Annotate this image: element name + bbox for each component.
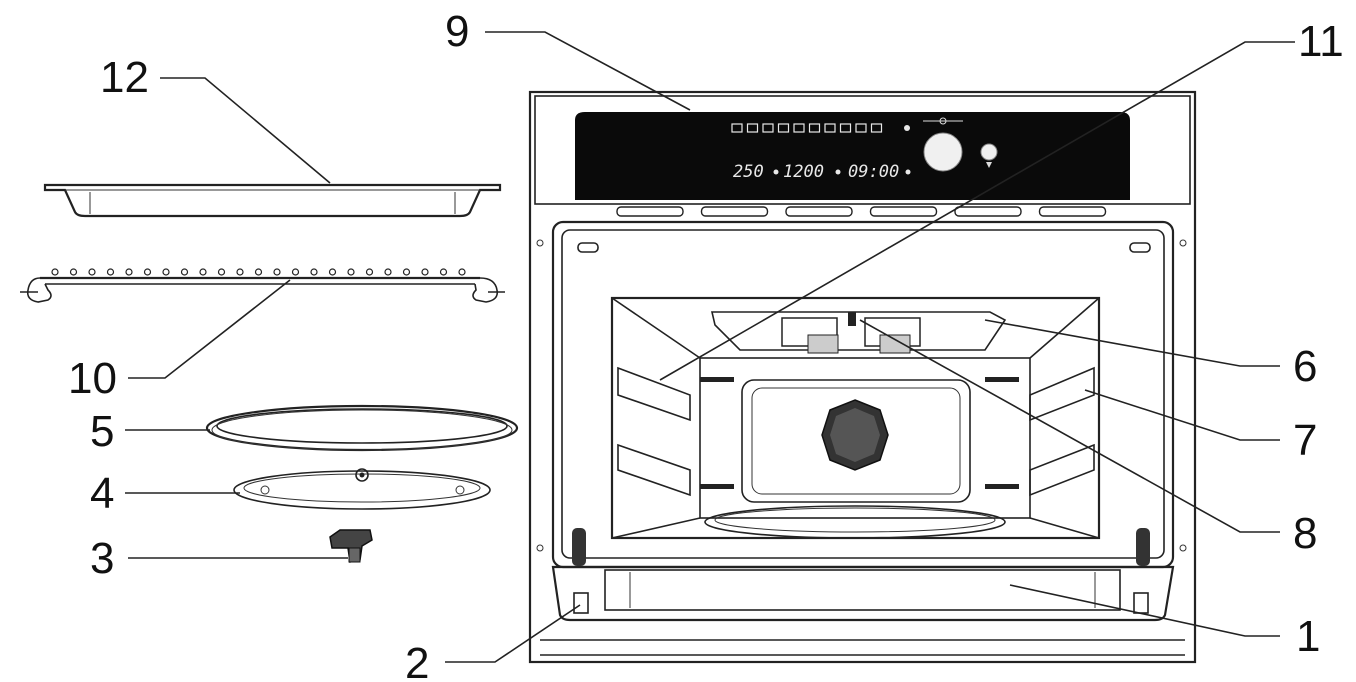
callout-8: 8 <box>1293 509 1317 558</box>
panel-function-button <box>855 123 867 133</box>
callout-3: 3 <box>90 534 114 583</box>
panel-function-button <box>870 123 883 133</box>
rack-rod-end <box>402 268 411 276</box>
stop-button <box>980 143 998 161</box>
oven-body: 250 1200 09:00 <box>528 90 1197 664</box>
panel-function-button <box>808 123 821 133</box>
vent-slot <box>1038 206 1107 217</box>
rack-rod-end <box>291 268 300 276</box>
callout-5: 5 <box>90 407 114 456</box>
vent-slot <box>869 206 938 217</box>
rack-rod-end <box>439 268 448 276</box>
control-panel <box>575 112 1130 200</box>
control-knob <box>923 132 963 172</box>
rack-rod-end <box>199 268 207 276</box>
rack-rod-end <box>384 268 392 276</box>
glass-turntable <box>205 404 519 452</box>
display-temperature: 250 <box>733 162 764 182</box>
rack-rod-end <box>458 268 466 276</box>
rack-rod-end <box>106 268 115 276</box>
rack-rod-end <box>180 268 189 276</box>
rack-rod-end <box>69 268 78 276</box>
display-time: 09:00 <box>848 162 899 182</box>
panel-function-button <box>839 123 852 133</box>
callout-10: 10 <box>68 354 117 403</box>
turntable-coupler <box>329 529 373 563</box>
panel-function-button <box>793 123 805 133</box>
callout-6: 6 <box>1293 342 1317 391</box>
rack-rod-end <box>421 268 429 276</box>
callout-4: 4 <box>90 469 114 518</box>
panel-function-button <box>731 123 743 133</box>
vent-slot <box>700 206 769 217</box>
display-power: 1200 <box>783 162 824 182</box>
callout-12: 12 <box>100 53 149 102</box>
rack-rod-end <box>328 268 337 276</box>
rack-rod-end <box>88 268 96 276</box>
callout-7: 7 <box>1293 416 1317 465</box>
panel-function-button <box>746 123 759 133</box>
vent-slot <box>954 206 1022 217</box>
rack-rod-end <box>347 268 355 276</box>
leader-lines <box>125 31 1295 663</box>
callout-11: 11 <box>1298 17 1344 66</box>
roller-ring <box>233 468 491 510</box>
vent-slot <box>616 206 684 217</box>
wire-rack <box>20 268 505 303</box>
panel-function-button <box>762 123 774 133</box>
callout-9: 9 <box>445 7 469 56</box>
vent-slot <box>785 206 853 217</box>
rack-rod-end <box>273 268 281 276</box>
rack-rod-end <box>365 268 374 276</box>
rack-rod-end <box>125 268 133 276</box>
rack-rod-end <box>254 268 263 276</box>
callout-labels: 9 11 12 10 5 4 3 2 1 6 7 8 <box>68 7 1344 682</box>
rack-rod-end <box>51 268 59 276</box>
panel-function-button <box>777 123 790 133</box>
rack-rod-end <box>236 268 244 276</box>
rack-rod-end <box>143 268 152 276</box>
callout-2: 2 <box>405 639 429 682</box>
baking-tray <box>43 183 502 218</box>
rack-rod-end <box>217 268 226 276</box>
rack-rod-end <box>162 268 170 276</box>
callout-1: 1 <box>1296 612 1320 661</box>
rack-rod-end <box>310 268 318 276</box>
panel-function-button <box>824 123 836 133</box>
